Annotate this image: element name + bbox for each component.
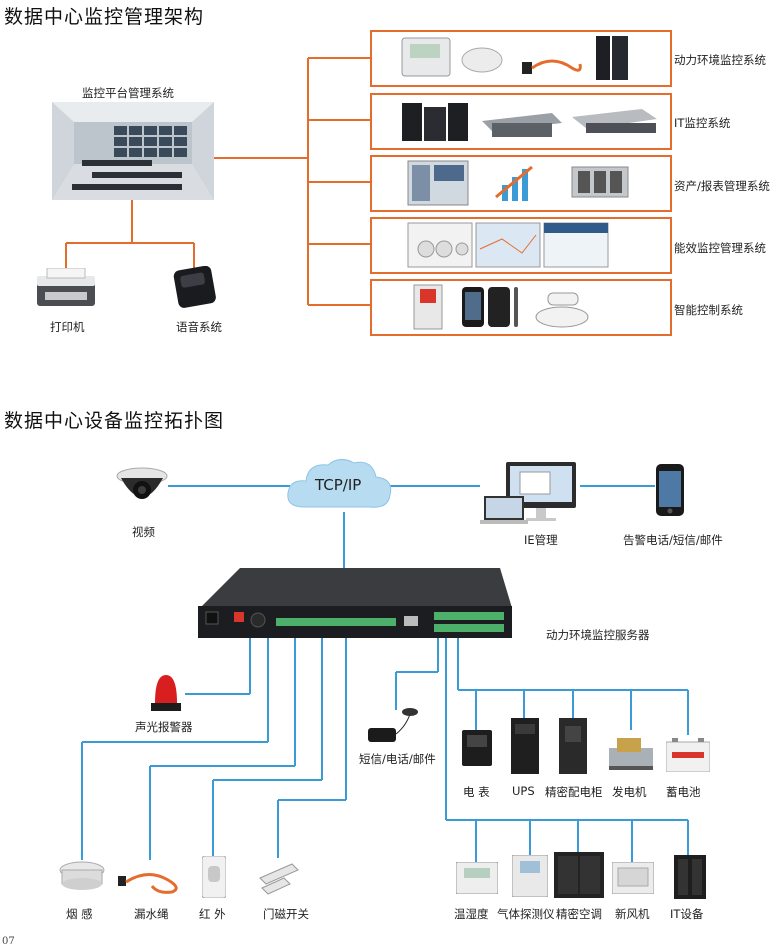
ie-label: IE管理 [524,533,558,547]
generator-icon [609,734,653,770]
system-label-3: 能效监控管理系统 [674,241,766,255]
smart-control-icon [413,284,589,330]
platform-label: 监控平台管理系统 [82,86,174,100]
gas-detector-icon [511,854,549,898]
row1-label-0: 电 表 [463,785,490,799]
it-servers-icon [402,103,657,141]
phone-icon [656,464,684,516]
printer-label: 打印机 [50,320,85,334]
it-equipment-icon [674,855,706,899]
ups-icon [511,718,539,774]
distribution-cabinet-icon [559,718,587,774]
sms-label: 短信/电话/邮件 [359,752,436,766]
bottom-left-label-1: 漏水绳 [134,907,169,921]
row1-label-4: 蓄电池 [666,785,701,799]
row2-label-4: IT设备 [670,907,704,921]
printer-icon [33,267,99,308]
power-env-devices-icon [401,36,628,80]
system-label-2: 资产/报表管理系统 [674,179,770,193]
row2-label-2: 精密空调 [556,907,602,921]
bottom-left-label-2: 红 外 [199,907,226,921]
row2-label-1: 气体探测仪 [497,907,555,921]
voice-label: 语音系统 [176,320,222,334]
siren-label: 声光报警器 [135,720,193,734]
system-box-energy [370,217,672,274]
system-label-0: 动力环境监控系统 [674,53,766,67]
control-room-image [52,102,214,200]
alarm-label: 告警电话/短信/邮件 [623,533,723,547]
precision-ac-icon [554,852,604,898]
row1-label-1: UPS [512,784,535,798]
monitoring-server-icon [196,568,514,640]
system-box-asset [370,155,672,212]
battery-icon [665,738,711,773]
system-label-4: 智能控制系统 [674,303,743,317]
page-number: 07 [2,936,15,947]
system-label-1: IT监控系统 [674,116,731,130]
row1-label-2: 精密配电柜 [545,785,603,799]
cloud-label: TCP/IP [315,476,362,494]
section1-title: 数据中心监控管理架构 [4,6,205,28]
fresh-air-unit-icon [611,861,655,895]
camera-label: 视频 [132,525,155,539]
temp-humidity-sensor-icon [455,861,499,895]
server-label: 动力环境监控服务器 [546,628,650,642]
row1-label-3: 发电机 [612,785,647,799]
voice-device-icon [170,265,218,310]
camera-icon [115,466,169,512]
ie-computers-icon [480,460,580,526]
bottom-left-label-0: 烟 感 [66,907,93,921]
energy-dashboard-icon [407,222,609,268]
sms-modem-icon [364,706,426,746]
infrared-sensor-icon [201,855,227,899]
bottom-left-label-3: 门磁开关 [263,907,309,921]
water-leak-rope-icon [118,864,184,894]
section2-title: 数据中心设备监控拓扑图 [4,410,225,432]
siren-icon [149,671,183,713]
system-box-power-env [370,30,672,87]
row2-label-0: 温湿度 [454,907,489,921]
system-box-it [370,93,672,150]
door-contact-icon [256,858,302,896]
smoke-detector-icon [58,860,106,894]
meter-icon [462,730,492,766]
cloud-icon [282,455,396,517]
system-box-smart [370,279,672,336]
asset-report-icon [407,160,629,206]
row2-label-3: 新风机 [615,907,650,921]
